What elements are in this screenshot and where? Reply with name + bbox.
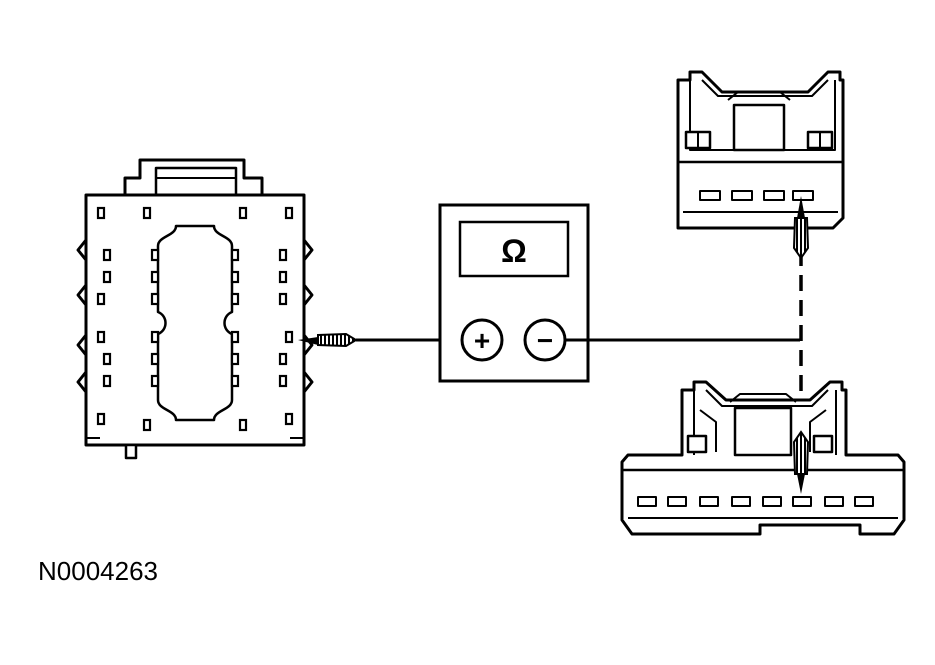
figure-id-label: N0004263 — [38, 556, 158, 586]
meter-display — [458, 220, 570, 278]
lower-connector — [620, 380, 906, 536]
upper-connector — [676, 70, 845, 230]
module-pins — [96, 206, 294, 432]
positive-terminal — [460, 318, 504, 362]
multimeter: Ω + − — [438, 203, 590, 383]
upper-probe — [792, 196, 810, 260]
negative-symbol: − — [537, 325, 553, 356]
lower-probe — [792, 430, 810, 494]
positive-probe — [298, 332, 460, 348]
positive-symbol: + — [474, 325, 490, 356]
module-connector — [76, 158, 314, 460]
ohm-symbol: Ω — [501, 233, 527, 269]
